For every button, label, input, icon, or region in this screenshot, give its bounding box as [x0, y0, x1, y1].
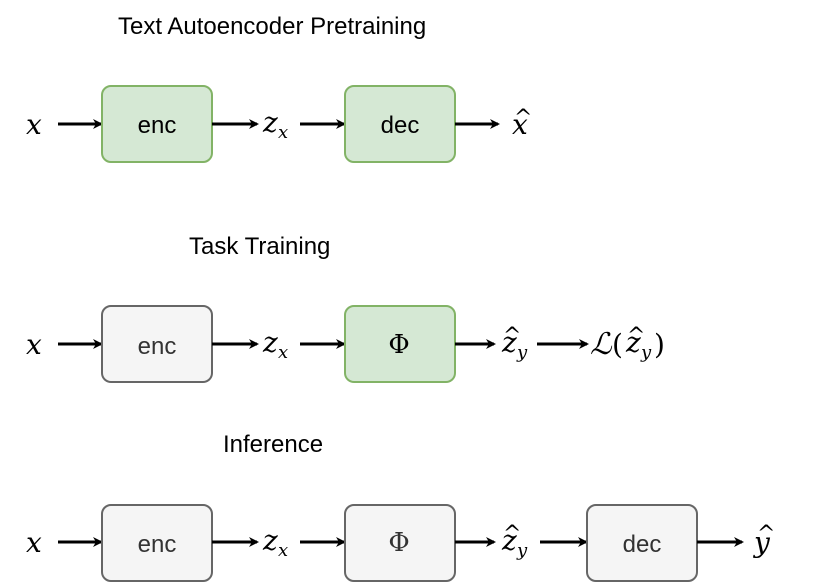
decoder-label: dec [623, 531, 662, 558]
input-x: x [26, 526, 42, 559]
output-xhat: x ^ [512, 106, 532, 141]
phi-label: Φ [388, 528, 409, 558]
latent-zx: z x [262, 106, 288, 143]
section-inference: Inference x enc z x Φ z ^ y dec y ^ [26, 431, 775, 582]
prediction-zy-hat: z ^ y [501, 522, 528, 561]
section-task-training: Task Training x enc z x Φ z ^ y ℒ ( z ^ … [26, 233, 665, 383]
svg-text:x: x [512, 108, 528, 141]
svg-text:z: z [262, 106, 278, 139]
loss-expression: ℒ ( z ^ y ) [590, 324, 665, 363]
section-title-inference: Inference [223, 431, 323, 458]
encoder-label: enc [138, 531, 177, 558]
svg-text:x: x [278, 122, 288, 143]
section-title-task-training: Task Training [189, 233, 330, 260]
svg-text:x: x [278, 540, 288, 561]
prediction-zy-hat: z ^ y [501, 324, 528, 363]
section-title-pretraining: Text Autoencoder Pretraining [118, 13, 426, 40]
svg-text:y: y [516, 540, 528, 561]
decoder-label: dec [381, 112, 420, 139]
latent-zx: z x [262, 326, 288, 363]
svg-text:z: z [501, 326, 517, 359]
input-x: x [26, 108, 42, 141]
svg-text:^: ^ [514, 106, 532, 131]
latent-zx: z x [262, 524, 288, 561]
svg-text:z: z [625, 326, 641, 359]
encoder-label: enc [138, 333, 177, 360]
svg-text:^: ^ [503, 522, 521, 547]
svg-text:): ) [654, 328, 665, 361]
svg-text:^: ^ [503, 324, 521, 349]
section-pretraining: Text Autoencoder Pretraining x enc z x d… [26, 13, 532, 163]
svg-text:z: z [501, 524, 517, 557]
svg-text:(: ( [612, 328, 623, 361]
svg-text:ℒ: ℒ [590, 327, 613, 362]
output-yhat: y ^ [752, 522, 775, 559]
svg-text:z: z [262, 524, 278, 557]
svg-text:x: x [278, 342, 288, 363]
input-x: x [26, 328, 42, 361]
svg-text:y: y [516, 342, 528, 363]
encoder-label: enc [138, 112, 177, 139]
svg-text:^: ^ [757, 522, 775, 547]
svg-text:z: z [262, 326, 278, 359]
phi-label: Φ [388, 330, 409, 360]
svg-text:y: y [640, 342, 652, 363]
svg-text:y: y [752, 526, 771, 559]
svg-text:^: ^ [627, 324, 645, 349]
